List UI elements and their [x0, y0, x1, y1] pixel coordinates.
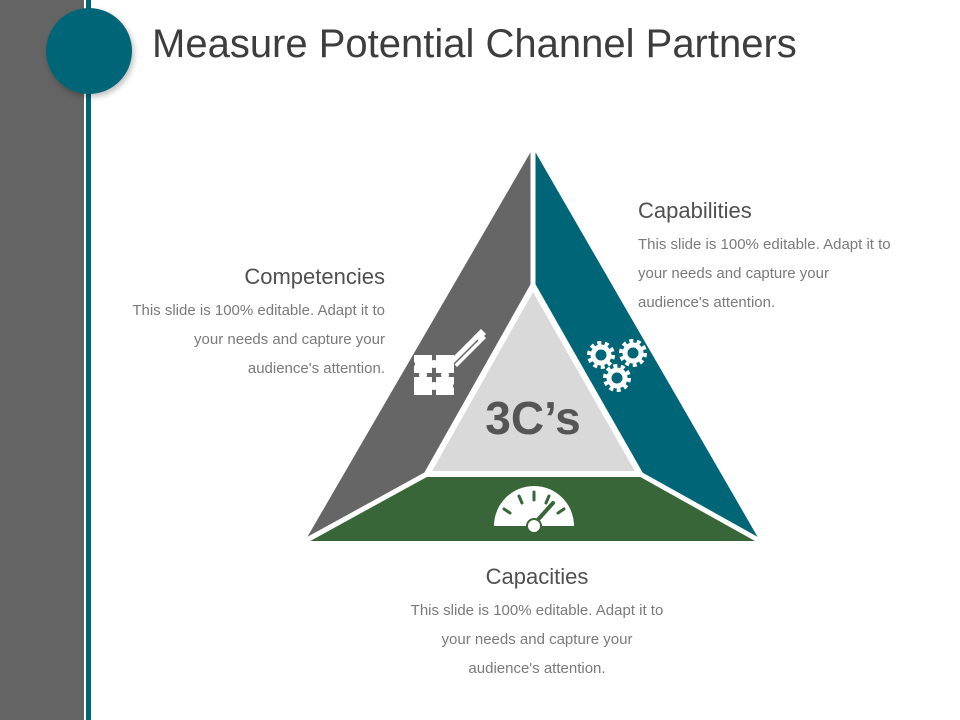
center-triangle	[421, 279, 646, 477]
sidebar-accent-line	[86, 0, 91, 720]
capacities-heading: Capacities	[485, 564, 589, 589]
competencies-body: This slide is 100% editable. Adapt it to…	[132, 302, 385, 377]
capabilities-body: This slide is 100% editable. Adapt it to…	[638, 236, 891, 311]
capacities-text-block: Capacities This slide is 100% editable. …	[407, 564, 667, 683]
competencies-text-block: Competencies This slide is 100% editable…	[130, 264, 385, 383]
speedometer-icon	[494, 486, 574, 534]
puzzle-pen-icon	[409, 329, 486, 395]
segment-dividers	[303, 148, 762, 544]
capabilities-heading: Capabilities	[638, 198, 752, 223]
segment-competencies	[305, 148, 533, 541]
center-label: 3C’s	[485, 392, 580, 444]
gears-icon	[587, 339, 647, 392]
slide-title: Measure Potential Channel Partners	[152, 22, 797, 66]
capabilities-text-block: Capabilities This slide is 100% editable…	[638, 198, 893, 317]
competencies-heading: Competencies	[244, 264, 385, 289]
sidebar-strip	[0, 0, 84, 720]
capacities-body: This slide is 100% editable. Adapt it to…	[410, 602, 664, 677]
segment-capabilities	[533, 148, 760, 541]
title-accent-circle	[46, 8, 132, 94]
